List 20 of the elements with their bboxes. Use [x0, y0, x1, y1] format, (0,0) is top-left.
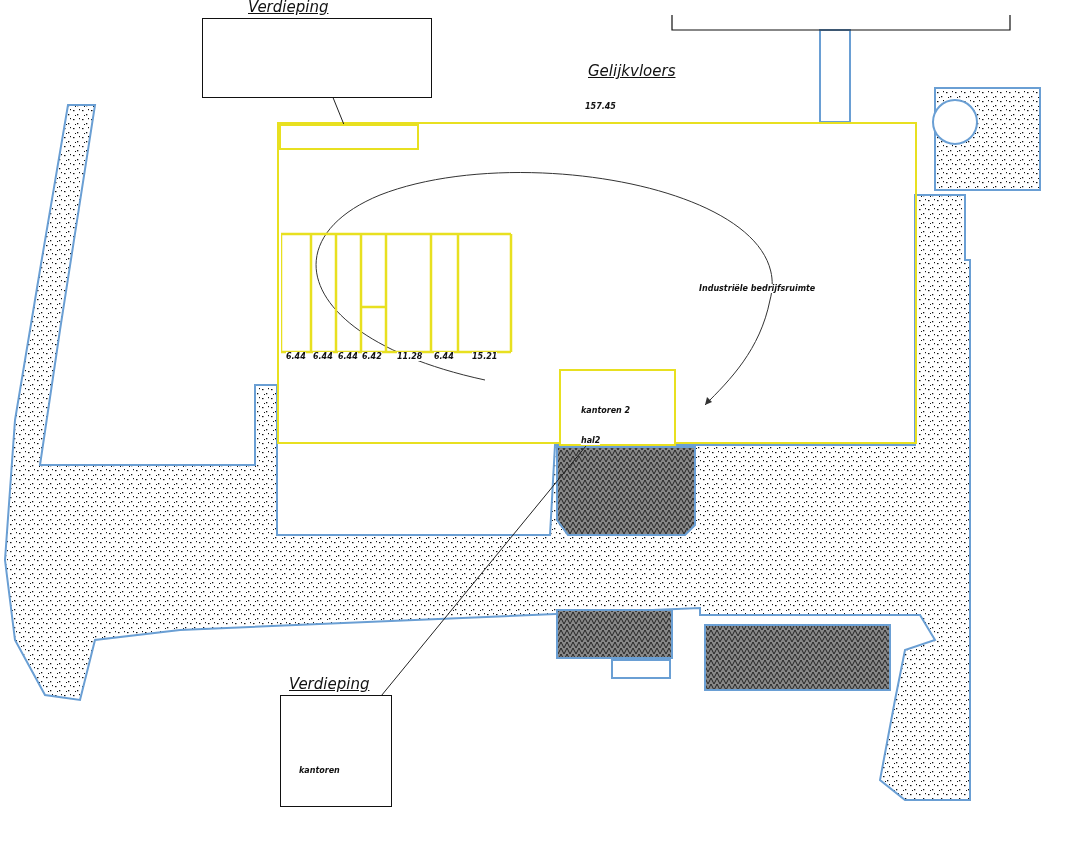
office-block — [559, 369, 676, 446]
room-label: Industriële bedrijfsruimte — [699, 284, 816, 293]
dimension-label: 157.45 — [585, 102, 616, 111]
dimension-label: 6.42 — [362, 352, 382, 361]
floor-heading: Gelijkvloers — [588, 62, 676, 80]
inset-heading: Verdieping — [289, 675, 370, 693]
dimension-label: 6.44 — [286, 352, 306, 361]
dimension-label: 11.28 — [397, 352, 423, 361]
dimension-label: 6.44 — [338, 352, 358, 361]
leader-line — [332, 97, 345, 125]
dimension-label: 6.44 — [313, 352, 333, 361]
dimension-label: 15.21 — [472, 352, 498, 361]
hall-outline — [277, 122, 917, 444]
leader-line — [381, 445, 587, 696]
room-label: kantoren — [299, 766, 340, 775]
office-strip — [279, 124, 419, 150]
dimension-label: 6.44 — [434, 352, 454, 361]
room-label: hal2 — [581, 436, 601, 445]
room-label: kantoren 2 — [581, 406, 631, 415]
inset-heading: Verdieping — [248, 0, 329, 16]
